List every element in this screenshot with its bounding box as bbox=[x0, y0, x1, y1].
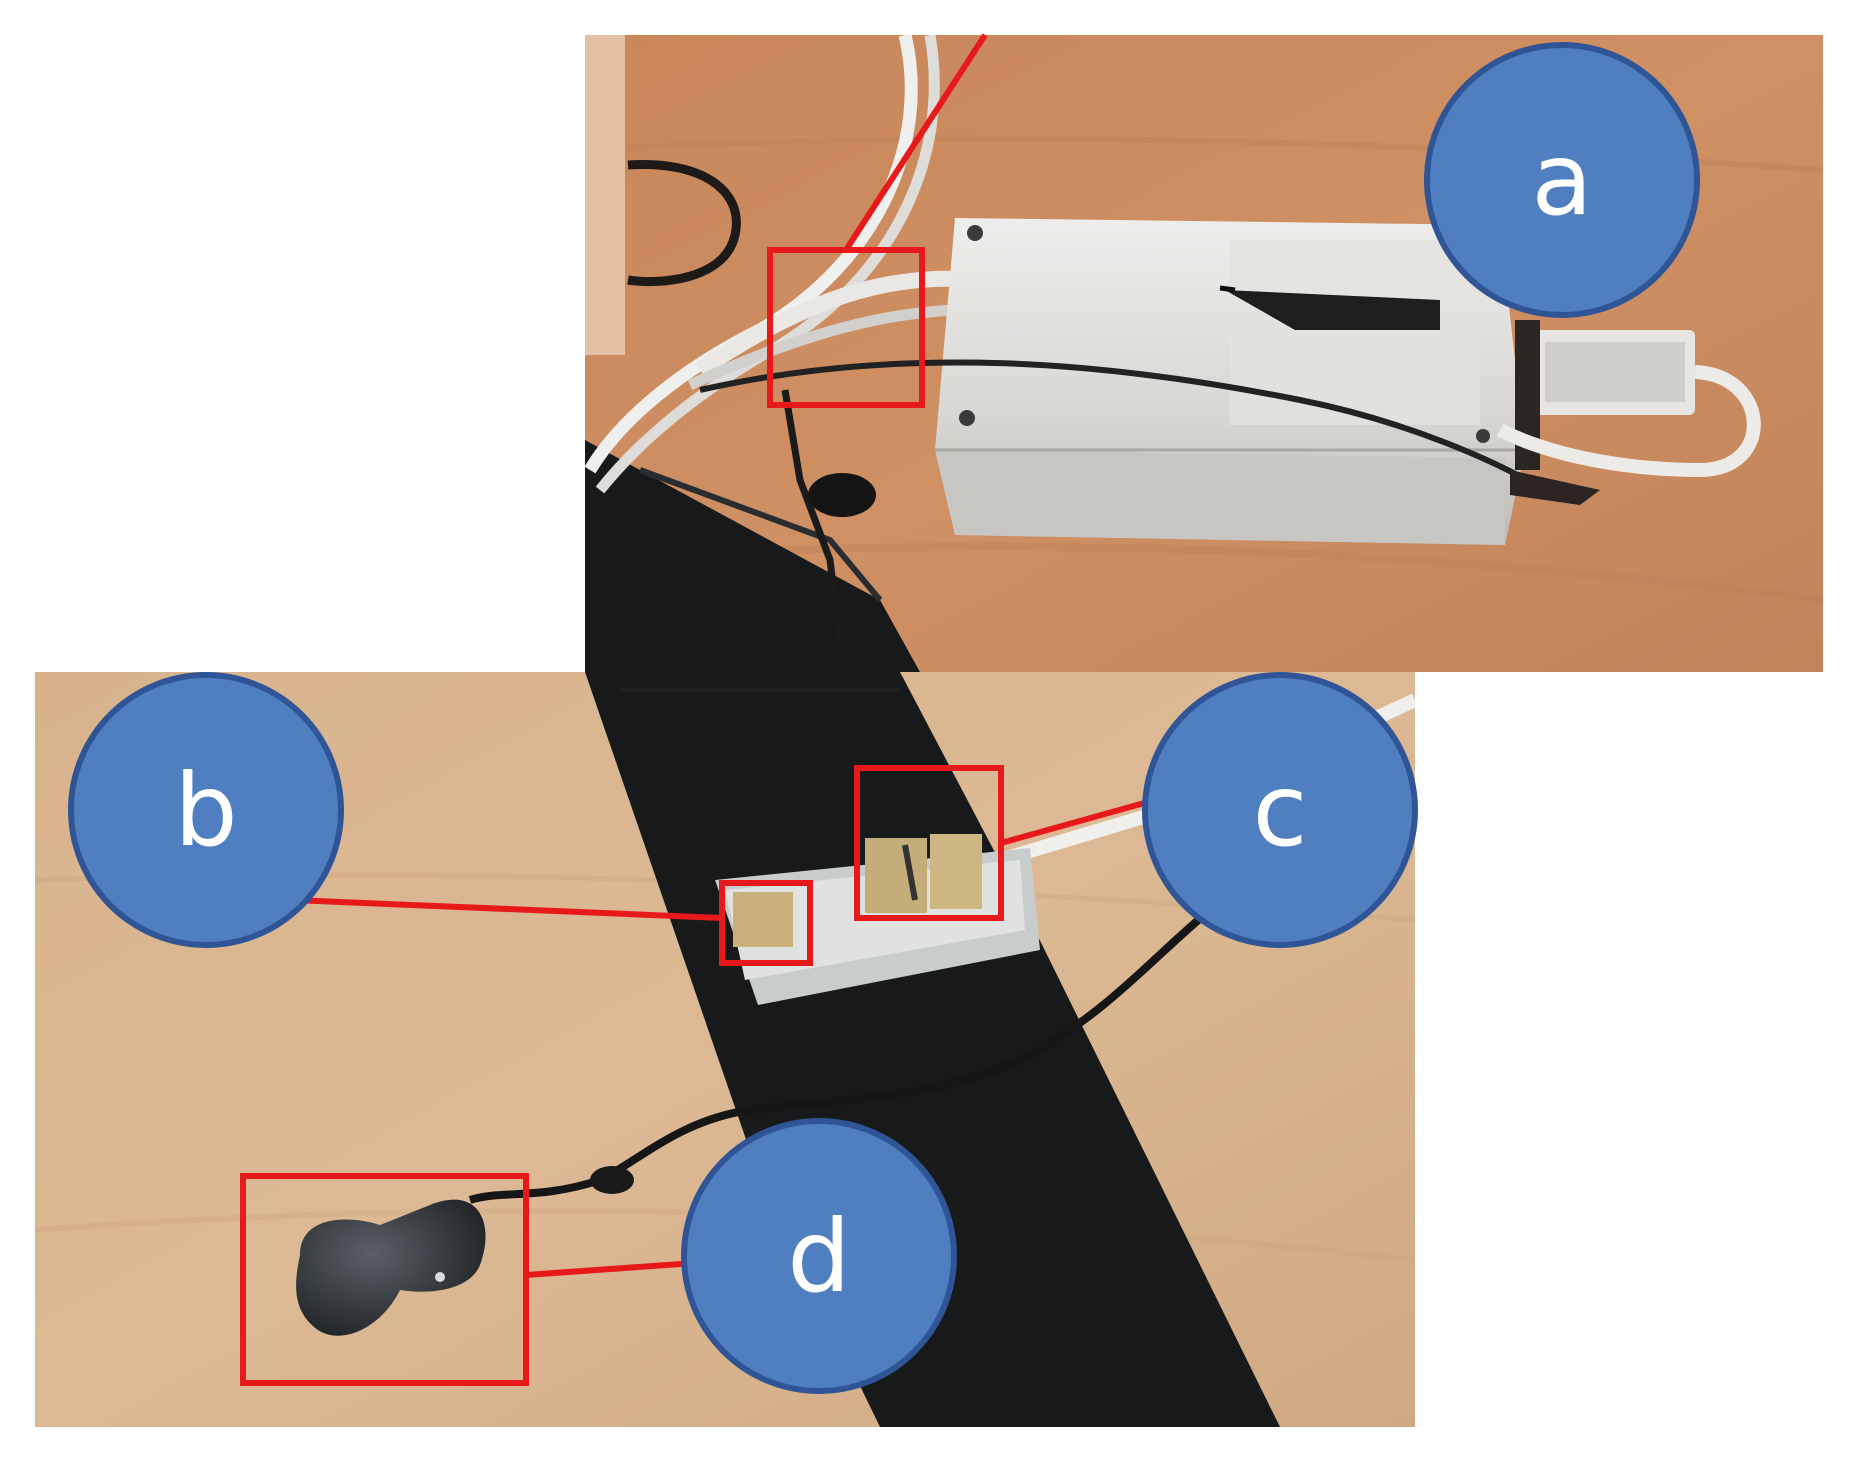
leader-line-b bbox=[292, 897, 723, 921]
leader-line-a bbox=[843, 33, 988, 252]
label-c-text: c bbox=[1253, 752, 1308, 869]
label-b: b bbox=[68, 672, 344, 948]
leader-line-c bbox=[1000, 797, 1156, 846]
label-d-text: d bbox=[787, 1198, 850, 1315]
label-c: c bbox=[1142, 672, 1418, 948]
label-a-text: a bbox=[1531, 121, 1592, 238]
box-b bbox=[719, 880, 813, 966]
label-d: d bbox=[681, 1118, 957, 1394]
label-b-text: b bbox=[174, 752, 237, 869]
label-a: a bbox=[1424, 42, 1700, 318]
box-d bbox=[240, 1173, 529, 1386]
leader-line-d bbox=[525, 1260, 696, 1278]
leader-lines bbox=[292, 33, 1156, 1278]
